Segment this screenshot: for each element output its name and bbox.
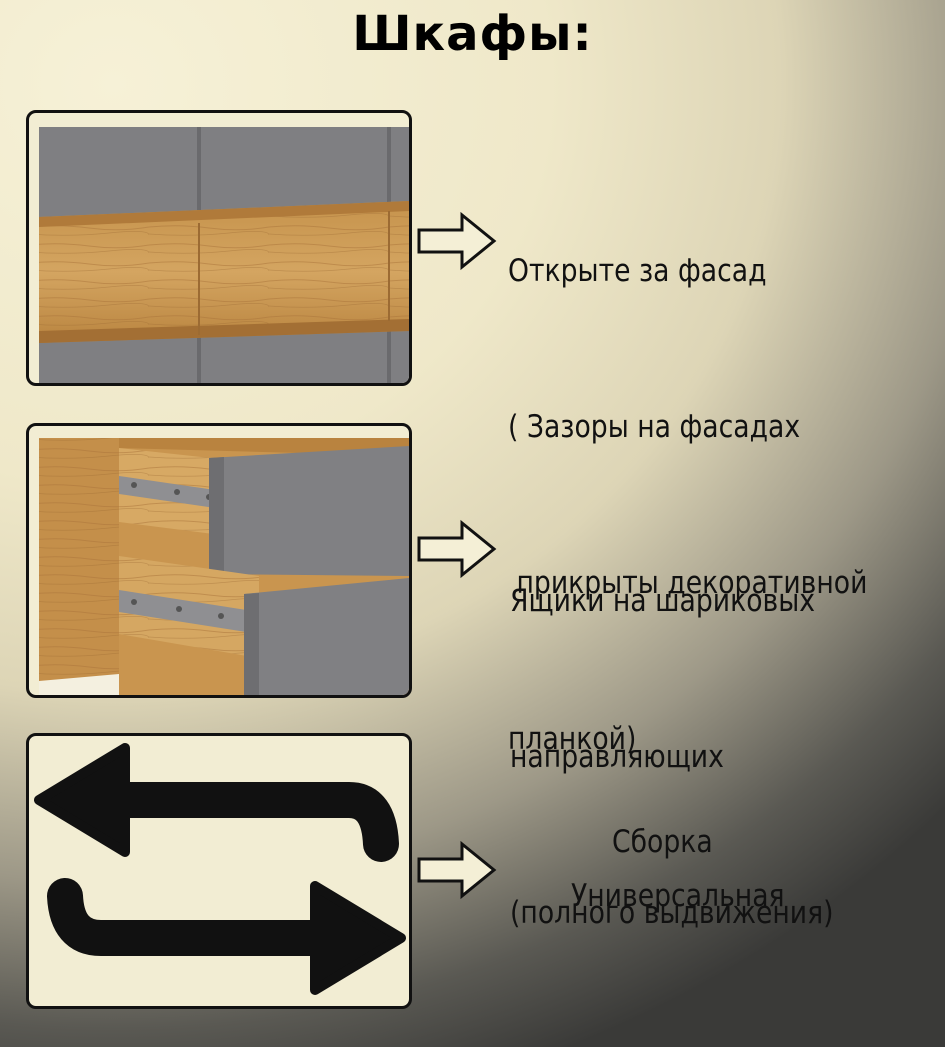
caption-line: планкой) <box>508 721 637 757</box>
caption-line: направляющих <box>510 739 724 775</box>
page-title: Шкафы: <box>352 6 593 62</box>
drawers-image <box>26 423 412 698</box>
caption-line: Ящики на шариковых <box>510 583 816 619</box>
ball-bearing-drawer-illustration <box>39 438 409 695</box>
reversible-assembly-arrows-icon <box>34 743 406 995</box>
outline-right-arrow-icon <box>417 519 497 579</box>
outline-right-arrow-icon <box>417 840 497 900</box>
assembly-image <box>26 733 412 1009</box>
drawers-caption: Ящики на шариковых направляющих (полного… <box>510 471 834 991</box>
caption-line: Открыте за фасад <box>508 253 767 289</box>
wood-plank-facade-illustration <box>39 127 409 383</box>
assembly-caption-line1: Сборка <box>612 824 713 860</box>
facade-caption: Открыте за фасад ( Зазоры на фасадах при… <box>508 141 867 817</box>
assembly-caption-line2: Универсальная <box>571 878 785 914</box>
caption-line: (полного выдвижения) <box>510 895 834 931</box>
caption-line: ( Зазоры на фасадах <box>508 409 801 445</box>
caption-line: прикрыты декоративной <box>508 565 868 601</box>
outline-right-arrow-icon <box>417 211 497 271</box>
facade-plank-image <box>26 110 412 386</box>
